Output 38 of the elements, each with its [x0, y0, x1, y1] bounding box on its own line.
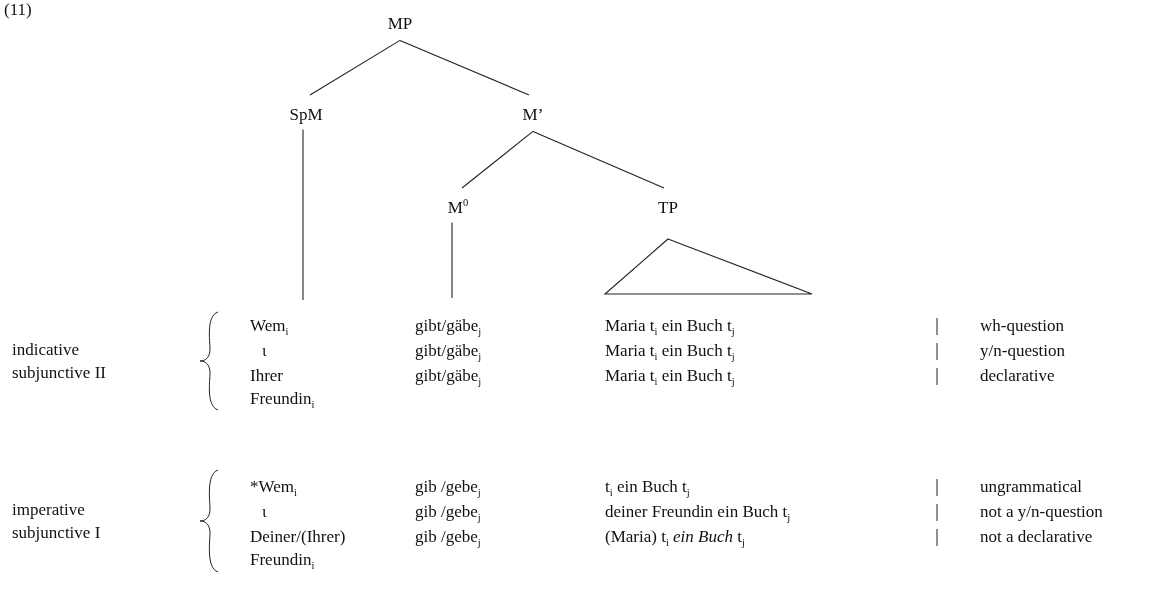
tree-branch-line: [309, 39, 401, 96]
mood-label: imperative subjunctive I: [12, 499, 102, 544]
table-cell-text: gibt/gäbe$_{j}$: [415, 340, 482, 362]
table-cell-text: gibt/gäbe$_{j}$: [415, 365, 482, 387]
mood-label: indicative subjunctive II: [12, 339, 107, 384]
table-cell-text: wh-question: [980, 315, 1065, 337]
tree-node-label: M’: [522, 105, 544, 126]
tree-node-label: TP: [658, 198, 678, 219]
table-cell-text: declarative: [980, 365, 1055, 387]
tree-branch-line: [399, 39, 530, 96]
table-cell-text: not a y/n-question: [980, 501, 1103, 523]
table-cell-text: gib /gebe$_{j}$: [415, 476, 481, 498]
table-cell-text: Ihrer Freundin$_{i}$: [250, 365, 316, 410]
tree-node-label: M$^{0}$: [447, 198, 469, 219]
tree-branch-line: [302, 128, 304, 301]
table-cell-text: ungrammatical: [980, 476, 1082, 498]
table-cell-text: Deiner/(Ihrer) Freundin$_{i}$: [250, 526, 347, 571]
table-cell-text: y/n-question: [980, 340, 1065, 362]
table-cell-text: *Wem$_{i}$: [250, 476, 297, 498]
table-cell-text: deiner Freundin ein Buch t$_{j}$: [605, 501, 791, 523]
table-cell-text: gib /gebe$_{j}$: [415, 526, 481, 548]
tree-node-label: SpM: [289, 105, 323, 126]
example-number: (11): [4, 0, 32, 21]
tree-branch-line: [451, 221, 453, 299]
table-cell-text: not a declarative: [980, 526, 1093, 548]
table-cell-text: gib /gebe$_{j}$: [415, 501, 481, 523]
table-cell-text: Maria t$_{i}$ ein Buch t$_{j}$: [605, 315, 735, 337]
table-cell-text: t$_{i}$ ein Buch t$_{j}$: [605, 476, 690, 498]
tree-branch-line: [461, 130, 534, 189]
table-cell-text: (Maria) t$_{i}$ ein Buch t$_{j}$: [605, 526, 745, 548]
tree-node-label: MP: [387, 14, 413, 35]
table-cell-text: Maria t$_{i}$ ein Buch t$_{j}$: [605, 340, 735, 362]
table-cell-text: Wem$_{i}$: [250, 315, 289, 337]
table-cell-text: gibt/gäbe$_{j}$: [415, 315, 482, 337]
table-cell-text: Maria t$_{i}$ ein Buch t$_{j}$: [605, 365, 735, 387]
tree-branch-line: [532, 130, 665, 189]
table-cell-text: ι: [262, 340, 267, 362]
table-cell-text: ι: [262, 501, 267, 523]
